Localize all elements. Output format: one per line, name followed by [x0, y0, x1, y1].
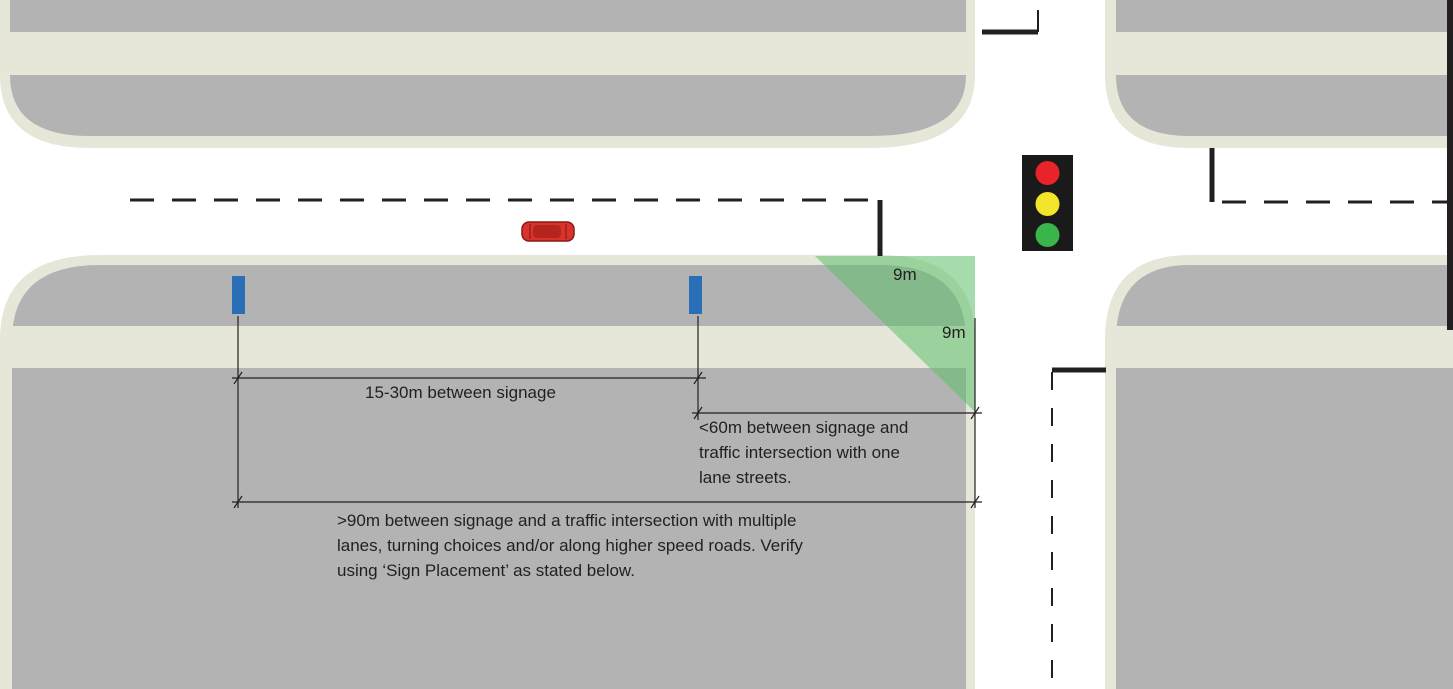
traffic-light-red — [1035, 161, 1060, 185]
label-multi-lane-line2: lanes, turning choices and/or along high… — [337, 536, 803, 555]
label-one-lane-line1: <60m between signage and — [699, 418, 908, 437]
sign-post-icon — [232, 276, 245, 314]
label-between-signage: 15-30m between signage — [365, 383, 556, 402]
sight-triangle — [815, 256, 975, 412]
traffic-light-icon — [1022, 155, 1073, 251]
label-multi-lane: >90m between signage and a traffic inter… — [337, 511, 803, 580]
car-icon — [521, 221, 575, 242]
block-top-right — [1105, 0, 1453, 148]
traffic-light-yellow — [1035, 192, 1060, 216]
sign-post-icon — [689, 276, 702, 314]
label-corner-horizontal: 9m — [893, 265, 917, 284]
block-bottom-right — [1105, 255, 1453, 689]
traffic-light-green — [1035, 223, 1060, 247]
dimension-lines — [232, 316, 982, 509]
label-one-lane-line3: lane streets. — [699, 468, 792, 487]
label-multi-lane-line3: using ‘Sign Placement’ as stated below. — [337, 561, 635, 580]
right-edge-strip — [1447, 0, 1453, 330]
label-corner-vertical: 9m — [942, 323, 966, 342]
label-multi-lane-line1: >90m between signage and a traffic inter… — [337, 511, 796, 530]
block-top-left — [0, 0, 975, 148]
road-markings — [130, 10, 1453, 689]
label-one-lane-line2: traffic intersection with one — [699, 443, 900, 462]
block-bottom-left — [0, 255, 975, 689]
label-one-lane: <60m between signage and traffic interse… — [699, 418, 908, 487]
